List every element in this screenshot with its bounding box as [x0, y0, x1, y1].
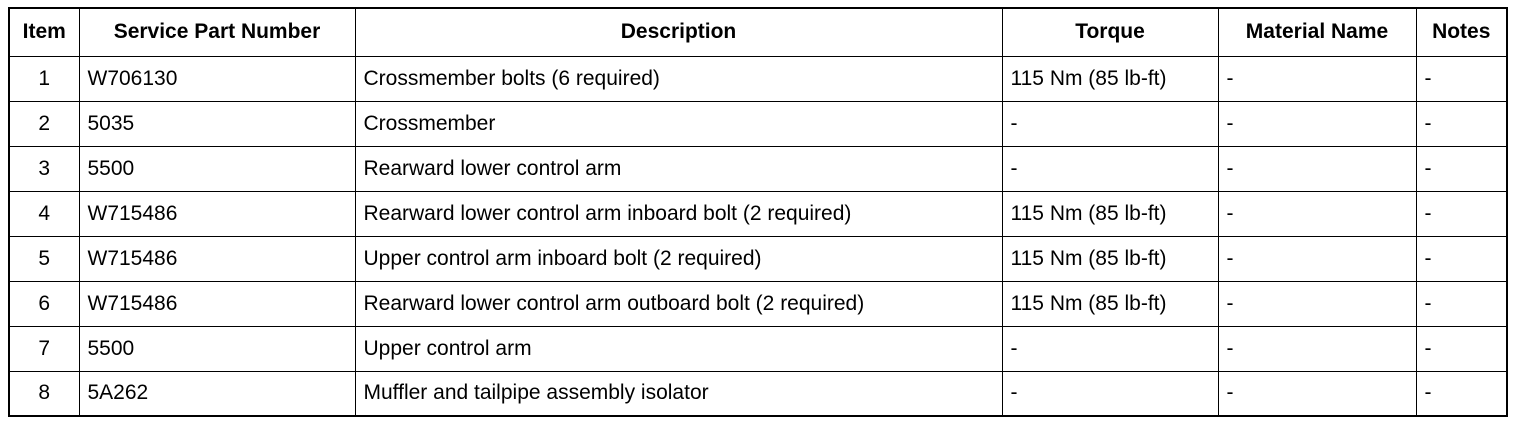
parts-table-container: Item Service Part Number Description Tor… [8, 7, 1508, 417]
table-row: 5 W715486 Upper control arm inboard bolt… [8, 235, 1508, 282]
cell-description: Upper control arm [354, 325, 1003, 372]
cell-item: 1 [8, 55, 80, 102]
header-material-name: Material Name [1217, 7, 1417, 57]
table-row: 2 5035 Crossmember - - - [8, 100, 1508, 147]
cell-item: 7 [8, 325, 80, 372]
table-row: 3 5500 Rearward lower control arm - - - [8, 145, 1508, 192]
parts-table: Item Service Part Number Description Tor… [8, 7, 1508, 417]
table-header-row: Item Service Part Number Description Tor… [8, 7, 1508, 57]
cell-item: 3 [8, 145, 80, 192]
cell-material-name: - [1217, 190, 1417, 237]
cell-notes: - [1415, 55, 1508, 102]
cell-item: 8 [8, 370, 80, 417]
cell-torque: 115 Nm (85 lb-ft) [1001, 235, 1219, 282]
header-notes: Notes [1415, 7, 1508, 57]
cell-notes: - [1415, 145, 1508, 192]
header-item: Item [8, 7, 80, 57]
cell-item: 6 [8, 280, 80, 327]
cell-torque: - [1001, 325, 1219, 372]
cell-description: Crossmember [354, 100, 1003, 147]
cell-part-number: W715486 [78, 190, 356, 237]
cell-material-name: - [1217, 370, 1417, 417]
cell-torque: 115 Nm (85 lb-ft) [1001, 190, 1219, 237]
cell-part-number: 5500 [78, 145, 356, 192]
cell-description: Rearward lower control arm inboard bolt … [354, 190, 1003, 237]
cell-part-number: W706130 [78, 55, 356, 102]
cell-part-number: W715486 [78, 280, 356, 327]
cell-part-number: 5500 [78, 325, 356, 372]
cell-material-name: - [1217, 100, 1417, 147]
cell-item: 4 [8, 190, 80, 237]
header-description: Description [354, 7, 1003, 57]
table-row: 4 W715486 Rearward lower control arm inb… [8, 190, 1508, 237]
cell-item: 5 [8, 235, 80, 282]
cell-material-name: - [1217, 235, 1417, 282]
cell-torque: - [1001, 100, 1219, 147]
cell-material-name: - [1217, 55, 1417, 102]
cell-notes: - [1415, 325, 1508, 372]
cell-description: Rearward lower control arm outboard bolt… [354, 280, 1003, 327]
table-row: 6 W715486 Rearward lower control arm out… [8, 280, 1508, 327]
table-row: 8 5A262 Muffler and tailpipe assembly is… [8, 370, 1508, 417]
cell-notes: - [1415, 280, 1508, 327]
cell-material-name: - [1217, 325, 1417, 372]
cell-description: Muffler and tailpipe assembly isolator [354, 370, 1003, 417]
cell-part-number: W715486 [78, 235, 356, 282]
header-service-part-number: Service Part Number [78, 7, 356, 57]
cell-torque: - [1001, 145, 1219, 192]
table-row: 1 W706130 Crossmember bolts (6 required)… [8, 55, 1508, 102]
cell-material-name: - [1217, 280, 1417, 327]
cell-notes: - [1415, 370, 1508, 417]
cell-torque: 115 Nm (85 lb-ft) [1001, 280, 1219, 327]
cell-description: Rearward lower control arm [354, 145, 1003, 192]
cell-part-number: 5035 [78, 100, 356, 147]
cell-part-number: 5A262 [78, 370, 356, 417]
cell-torque: 115 Nm (85 lb-ft) [1001, 55, 1219, 102]
cell-notes: - [1415, 100, 1508, 147]
table-row: 7 5500 Upper control arm - - - [8, 325, 1508, 372]
cell-item: 2 [8, 100, 80, 147]
header-torque: Torque [1001, 7, 1219, 57]
cell-description: Upper control arm inboard bolt (2 requir… [354, 235, 1003, 282]
cell-material-name: - [1217, 145, 1417, 192]
cell-notes: - [1415, 190, 1508, 237]
cell-torque: - [1001, 370, 1219, 417]
cell-notes: - [1415, 235, 1508, 282]
cell-description: Crossmember bolts (6 required) [354, 55, 1003, 102]
